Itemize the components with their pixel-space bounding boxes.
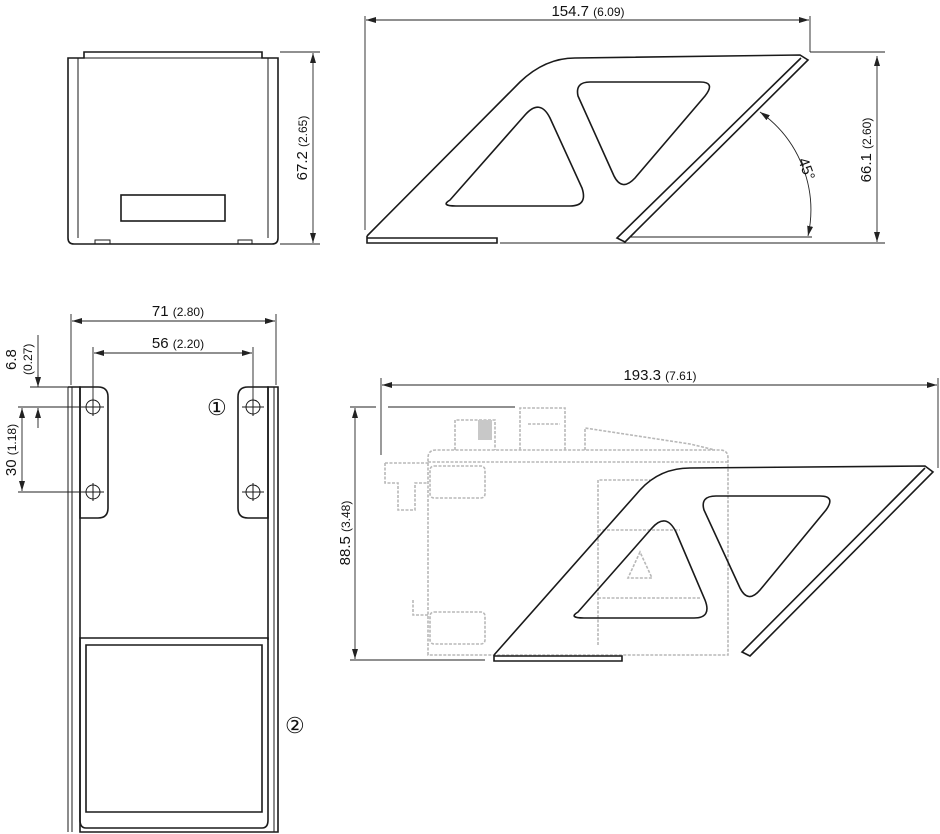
side-view: 154.7 (6.09) 66.1 (2.60) 45° <box>364 3 885 244</box>
mounting-tab-right <box>237 386 269 519</box>
front-view: 67.2 (2.65) <box>67 51 320 245</box>
front-window <box>120 194 226 222</box>
outer-width-dimension: 71 (2.80) <box>152 303 204 320</box>
mounted-width-dimension: 193.3 (7.61) <box>623 367 696 384</box>
edge-offset-dimension: 6.8 <box>3 349 20 370</box>
mounted-view: 193.3 (7.61) 88.5 (3.48) <box>337 367 939 662</box>
angle-dimension: 45° <box>794 156 818 183</box>
edge-offset-inches: (0.27) <box>21 344 35 375</box>
side-width-dimension: 154.7 (6.09) <box>551 3 624 20</box>
mounting-tab-left <box>79 386 109 519</box>
mounted-height-dimension: 88.5 (3.48) <box>337 501 354 566</box>
callout-2: ② <box>285 713 305 738</box>
top-view: 71 (2.80) 56 (2.20) 6.8 (0.27) 30 (1.18)… <box>3 303 305 833</box>
sensor-ghost <box>384 407 729 656</box>
hole-pitch-dimension: 30 (1.18) <box>3 424 20 476</box>
hole-spacing-dimension: 56 (2.20) <box>152 335 204 352</box>
callout-1: ① <box>207 395 227 420</box>
front-height-dimension: 67.2 (2.65) <box>294 116 311 181</box>
side-height-dimension: 66.1 (2.60) <box>858 118 875 183</box>
